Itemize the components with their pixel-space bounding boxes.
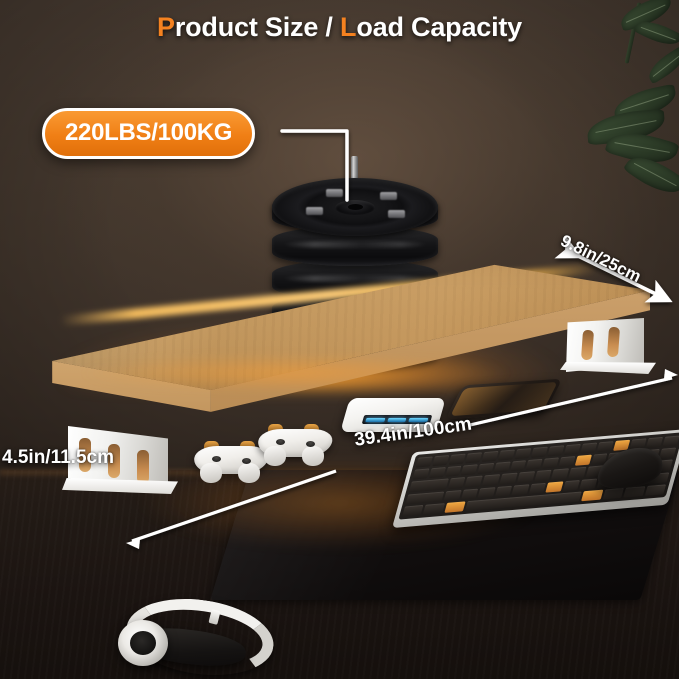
riser-foot-right <box>560 362 656 374</box>
game-controller <box>256 423 334 466</box>
headphone-earcup <box>118 620 168 666</box>
barbell-rod <box>351 156 358 196</box>
headphones <box>112 590 279 679</box>
game-controller <box>192 440 270 483</box>
usb-hub <box>340 398 446 434</box>
usb-hub-ports <box>361 415 433 424</box>
